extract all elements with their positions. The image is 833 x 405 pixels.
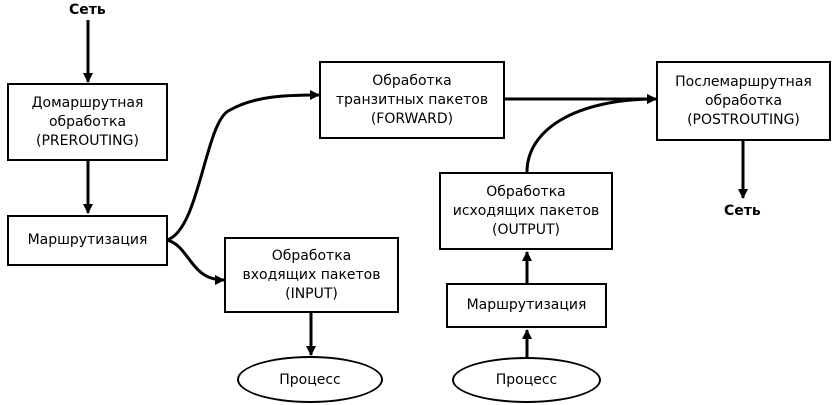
output-box: Обработка исходящих пакетов (OUTPUT) <box>439 172 613 250</box>
arrow-output-to-postrouting <box>525 94 657 173</box>
process-ellipse-right: Процесс <box>452 357 601 403</box>
input-line-3: (INPUT) <box>285 285 338 302</box>
net-out-label: Сеть <box>724 203 761 219</box>
postrouting-box: Послемаршрутная обработка (POSTROUTING) <box>656 61 831 141</box>
routing-right-label: Маршрутизация <box>466 297 587 313</box>
prerouting-line-3: (PREROUTING) <box>36 132 139 149</box>
process-left-label: Процесс <box>279 371 341 388</box>
input-box: Обработка входящих пакетов (INPUT) <box>224 237 399 313</box>
routing-left-label: Маршрутизация <box>27 232 148 248</box>
process-ellipse-left: Процесс <box>237 356 383 403</box>
output-line-3: (OUTPUT) <box>492 221 560 238</box>
forward-line-2: транзитных пакетов <box>335 91 489 108</box>
arrow-routing-to-input <box>166 238 225 285</box>
prerouting-box: Домаршрутная обработка (PREROUTING) <box>7 83 168 161</box>
input-line-1: Обработка <box>271 247 352 264</box>
postrouting-line-2: обработка <box>704 92 783 109</box>
forward-box: Обработка транзитных пакетов (FORWARD) <box>319 61 505 139</box>
routing-box-right: Маршрутизация <box>446 283 607 328</box>
net-in-label: Сеть <box>69 2 106 18</box>
prerouting-line-1: Домаршрутная <box>31 94 144 111</box>
output-line-2: исходящих пакетов <box>452 202 600 219</box>
prerouting-line-2: обработка <box>48 113 127 130</box>
output-line-1: Обработка <box>486 183 566 200</box>
forward-line-3: (FORWARD) <box>370 110 454 127</box>
arrow-routing-to-forward <box>166 90 320 242</box>
routing-box-left: Маршрутизация <box>7 215 168 266</box>
postrouting-line-1: Послемаршрутная <box>675 73 812 90</box>
process-right-label: Процесс <box>495 372 558 388</box>
forward-line-1: Обработка <box>372 72 452 89</box>
postrouting-line-3: (POSTROUTING) <box>687 111 800 128</box>
input-line-2: входящих пакетов <box>242 266 381 283</box>
